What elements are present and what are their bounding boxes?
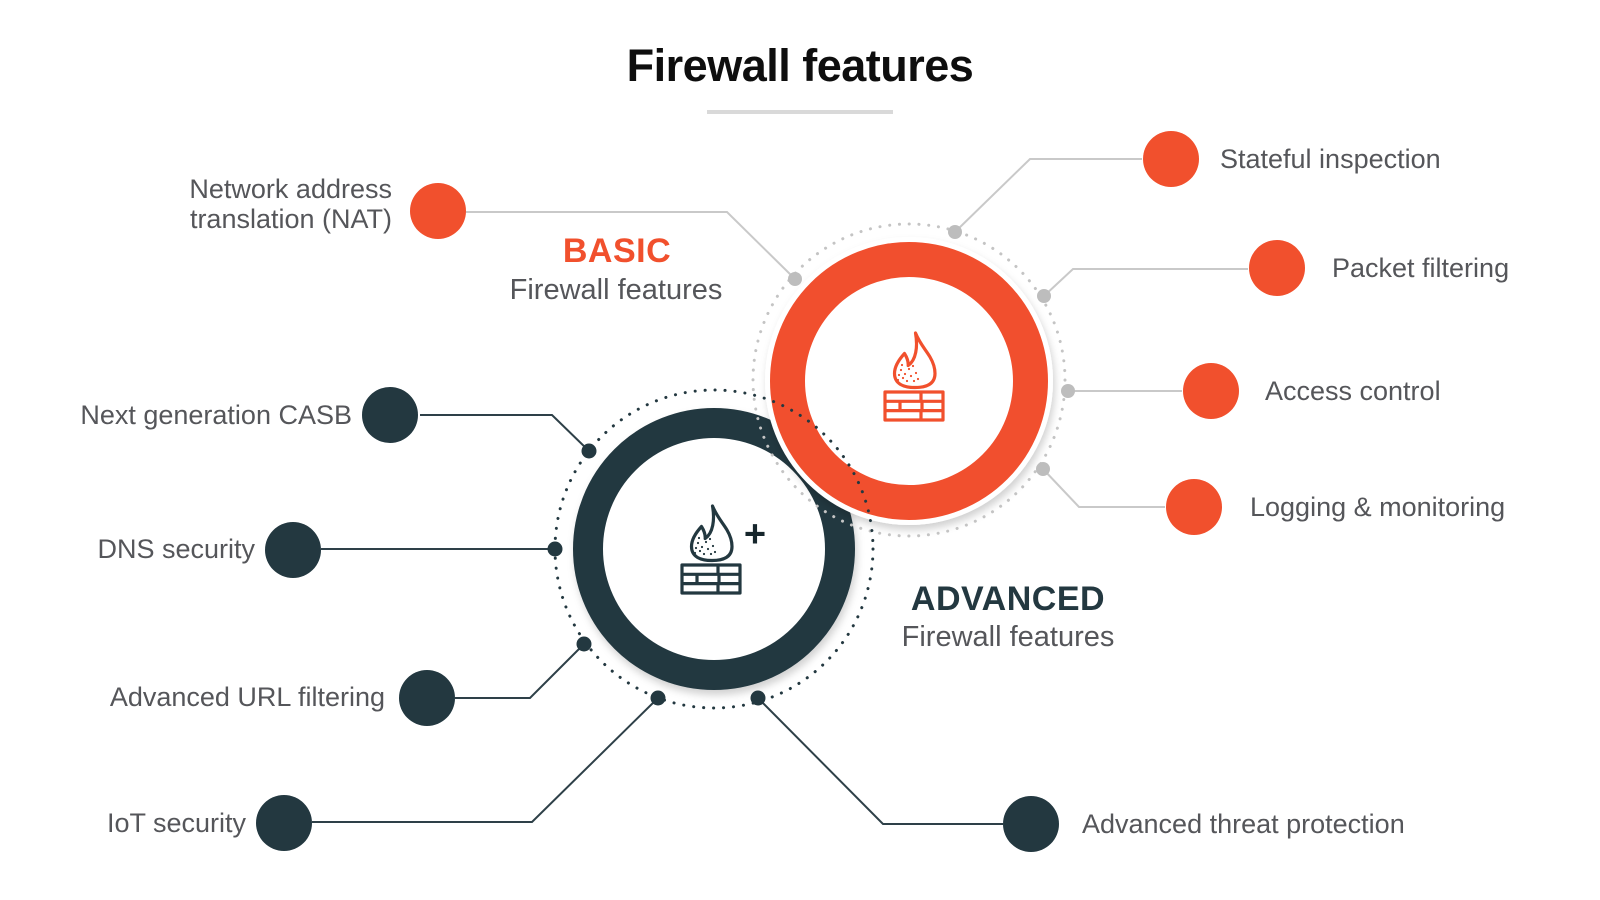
advanced-group-title: ADVANCED [910, 580, 1106, 618]
feature-dot-access-control [1183, 363, 1239, 419]
plus-icon: + [743, 513, 767, 556]
advanced-ring [573, 408, 855, 690]
connector-lines-basic [466, 158, 1248, 508]
feature-label-advanced-url-filtering: Advanced URL filtering [109, 682, 385, 712]
basic-group-subtitle: Firewall features [509, 274, 723, 306]
feature-dot-dns-security [265, 522, 321, 578]
advanced-group-subtitle: Firewall features [901, 621, 1115, 653]
feature-label-packet-filtering: Packet filtering [1332, 253, 1510, 283]
basic-ring [765, 237, 1053, 525]
feature-dot-next-gen-casb [362, 387, 418, 443]
connector-lines-advanced [312, 414, 1003, 825]
title-underline [707, 110, 893, 114]
basic-dotted-orbit [751, 222, 1067, 538]
feature-label-iot-security: IoT security [106, 808, 246, 838]
feature-label-dns-security: DNS security [97, 534, 255, 564]
feature-label-logging-monitoring: Logging & monitoring [1250, 492, 1506, 522]
feature-dot-nat [410, 183, 466, 239]
feature-label-stateful-inspection: Stateful inspection [1220, 144, 1441, 174]
feature-label-next-gen-casb: Next generation CASB [80, 400, 352, 430]
feature-dot-advanced-threat-protection [1003, 796, 1059, 852]
page-title: Firewall features [626, 40, 974, 91]
feature-label-nat: Network address translation (NAT) [189, 174, 392, 234]
feature-dot-iot-security [256, 795, 312, 851]
advanced-orbit-anchor-dots [547, 443, 766, 706]
feature-label-advanced-threat-protection: Advanced threat protection [1082, 809, 1405, 839]
feature-dot-logging-monitoring [1166, 479, 1222, 535]
feature-label-access-control: Access control [1265, 376, 1441, 406]
feature-dot-stateful-inspection [1143, 131, 1199, 187]
feature-dot-packet-filtering [1249, 240, 1305, 296]
basic-orbit-anchor-dots [788, 225, 1075, 476]
feature-dot-advanced-url-filtering [399, 670, 455, 726]
basic-group-title: BASIC [562, 232, 672, 270]
